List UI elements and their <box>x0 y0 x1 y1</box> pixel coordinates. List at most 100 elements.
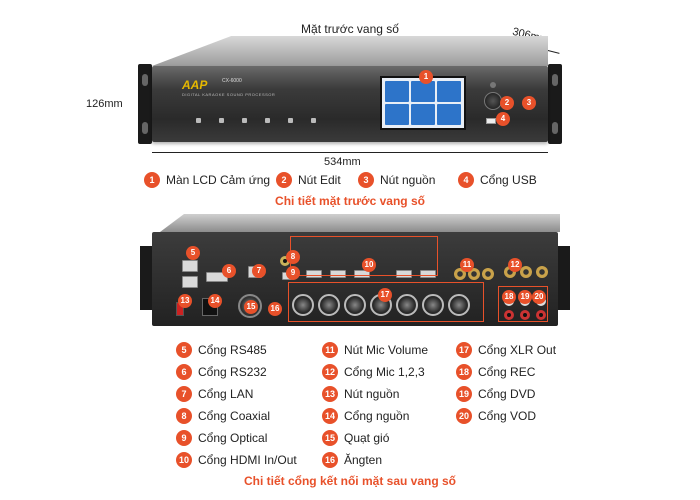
rear-rack-ear-left <box>140 246 152 310</box>
dvd-port[interactable] <box>520 310 530 320</box>
legend-number: 17 <box>456 342 472 358</box>
marker-18: 18 <box>502 290 516 304</box>
xlr-out-port[interactable] <box>396 294 418 316</box>
legend-label: Nút Edit <box>298 173 341 187</box>
marker-10: 10 <box>362 258 376 272</box>
model-label: CX-6000 <box>222 78 242 84</box>
rs485-port[interactable] <box>182 276 198 288</box>
hdmi-port[interactable] <box>396 270 412 278</box>
rear-section-title: Chi tiết cổng kết nối mặt sau vang số <box>243 474 457 488</box>
legend-number: 16 <box>322 452 338 468</box>
xlr-out-port[interactable] <box>344 294 366 316</box>
legend-label: Cổng LAN <box>198 387 254 401</box>
marker-15: 15 <box>244 300 258 314</box>
usb-port[interactable] <box>486 118 496 124</box>
legend-label: Cổng Optical <box>198 431 268 445</box>
hdmi-port[interactable] <box>420 270 436 278</box>
xlr-out-port[interactable] <box>318 294 340 316</box>
mic-jack[interactable] <box>536 266 548 278</box>
lcd-tile <box>411 104 435 125</box>
hdmi-port[interactable] <box>306 270 322 278</box>
rear-panel <box>152 232 558 326</box>
lcd-tile <box>385 104 409 125</box>
hdmi-port[interactable] <box>354 270 370 278</box>
legend-label: Nút nguồn <box>380 173 436 187</box>
rear-legend-item: 16 Ăngten <box>322 452 382 468</box>
legend-number: 15 <box>322 430 338 446</box>
marker-1: 1 <box>419 70 433 84</box>
legend-number: 4 <box>458 172 474 188</box>
marker-19: 19 <box>518 290 532 304</box>
rear-top-lid <box>160 214 560 232</box>
legend-label: Ăngten <box>344 453 383 467</box>
front-legend-item: 2 Nút Edit <box>276 172 341 188</box>
lcd-tile <box>385 81 409 102</box>
mic-jack[interactable] <box>520 266 532 278</box>
legend-label: Cổng nguồn <box>344 409 410 423</box>
legend-label: Cổng XLR Out <box>478 343 557 357</box>
xlr-out-port[interactable] <box>448 294 470 316</box>
legend-label: Cổng Coaxial <box>198 409 271 423</box>
lcd-touch-screen[interactable] <box>380 76 466 130</box>
front-legend-item: 4 Cổng USB <box>458 172 537 188</box>
cooling-fan <box>238 294 262 318</box>
legend-label: Cổng USB <box>480 173 537 187</box>
feature-icon <box>196 118 201 123</box>
legend-label: Cổng DVD <box>478 387 536 401</box>
rear-legend-item: 8 Cổng Coaxial <box>176 408 270 424</box>
legend-label: Cổng RS232 <box>198 365 267 379</box>
legend-number: 13 <box>322 386 338 402</box>
legend-label: Màn LCD Cảm ứng <box>166 173 271 187</box>
hdmi-port[interactable] <box>330 270 346 278</box>
front-legend-item: 3 Nút nguồn <box>358 172 435 188</box>
feature-icon <box>242 118 247 123</box>
marker-17: 17 <box>378 288 392 302</box>
lcd-tile <box>411 81 435 102</box>
marker-11: 11 <box>460 258 474 272</box>
width-label: 534mm <box>324 156 361 168</box>
marker-6: 6 <box>222 264 236 278</box>
height-label: 126mm <box>86 98 123 110</box>
device-top-lid <box>152 36 548 66</box>
brand-subtitle: DIGITAL KARAOKE SOUND PROCESSOR <box>182 92 276 97</box>
marker-13: 13 <box>178 294 192 308</box>
front-caption: Mặt trước vang số <box>301 22 399 36</box>
marker-14: 14 <box>208 294 222 308</box>
rca-group-frame <box>498 286 548 322</box>
feature-icon <box>265 118 270 123</box>
mic-volume-knob[interactable] <box>482 268 494 280</box>
legend-number: 9 <box>176 430 192 446</box>
rs485-port[interactable] <box>182 260 198 272</box>
marker-3: 3 <box>522 96 536 110</box>
front-section-title: Chi tiết mặt trước vang số <box>275 194 425 208</box>
xlr-out-port[interactable] <box>292 294 314 316</box>
vod-port[interactable] <box>536 310 546 320</box>
rack-ear-left <box>138 64 152 144</box>
feature-icon <box>288 118 293 123</box>
feature-icon <box>311 118 316 123</box>
front-panel: AAP DIGITAL KARAOKE SOUND PROCESSOR CX-6… <box>152 66 548 142</box>
marker-16: 16 <box>268 302 282 316</box>
legend-label: Cổng REC <box>478 365 536 379</box>
front-feature-icons <box>196 118 316 123</box>
legend-number: 20 <box>456 408 472 424</box>
xlr-out-port[interactable] <box>422 294 444 316</box>
rec-port[interactable] <box>504 310 514 320</box>
feature-icon <box>219 118 224 123</box>
mic-volume-knob[interactable] <box>468 268 480 280</box>
marker-12: 12 <box>508 258 522 272</box>
marker-2: 2 <box>500 96 514 110</box>
legend-number: 10 <box>176 452 192 468</box>
legend-number: 8 <box>176 408 192 424</box>
rear-rack-ear-right <box>558 246 570 310</box>
